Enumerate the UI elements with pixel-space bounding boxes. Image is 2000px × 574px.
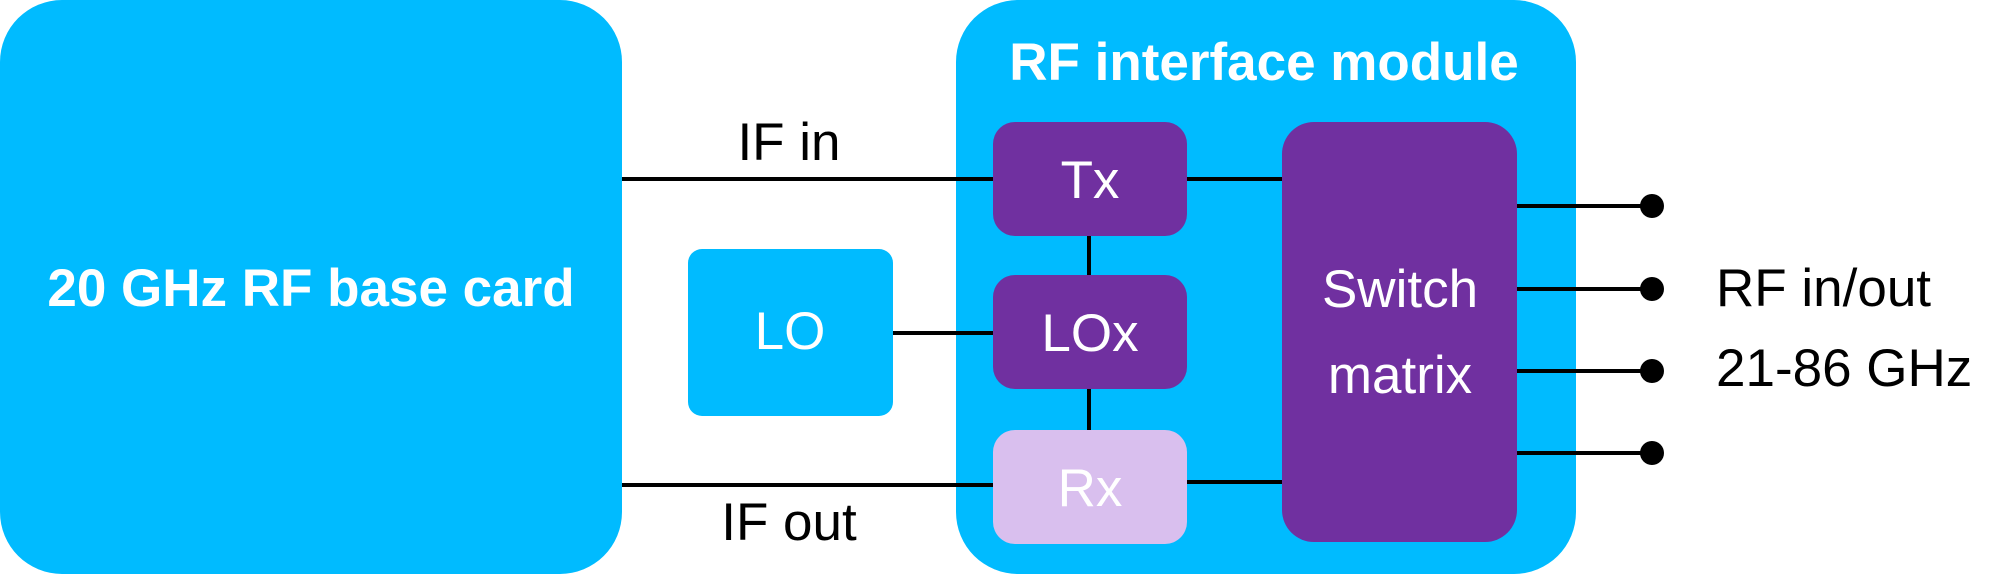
module-title: RF interface module — [1009, 33, 1518, 92]
tx-label: Tx — [1061, 151, 1120, 210]
if-in-label: IF in — [737, 113, 840, 172]
lo-label: LO — [755, 302, 826, 361]
rf-label-line1: RF in/out — [1716, 259, 1931, 318]
switch-matrix-block — [1282, 122, 1517, 542]
rf-port-terminal-3 — [1640, 359, 1664, 383]
lox-block — [993, 275, 1187, 389]
tx-block — [993, 122, 1187, 236]
rx-block — [993, 430, 1187, 544]
rf-port-terminal-4 — [1640, 441, 1664, 465]
lo-block — [688, 249, 893, 416]
if-out-label: IF out — [721, 493, 857, 552]
switch-label-line1: Switch — [1322, 260, 1478, 319]
rf-port-terminal-1 — [1640, 194, 1664, 218]
rx-label: Rx — [1058, 459, 1123, 518]
switch-label-line2: matrix — [1328, 346, 1472, 405]
base-card-block — [0, 0, 622, 574]
base-card-label: 20 GHz RF base card — [47, 259, 574, 318]
rf-label-line2: 21-86 GHz — [1716, 339, 1972, 398]
rf-port-terminal-2 — [1640, 277, 1664, 301]
lox-label: LOx — [1041, 304, 1138, 363]
